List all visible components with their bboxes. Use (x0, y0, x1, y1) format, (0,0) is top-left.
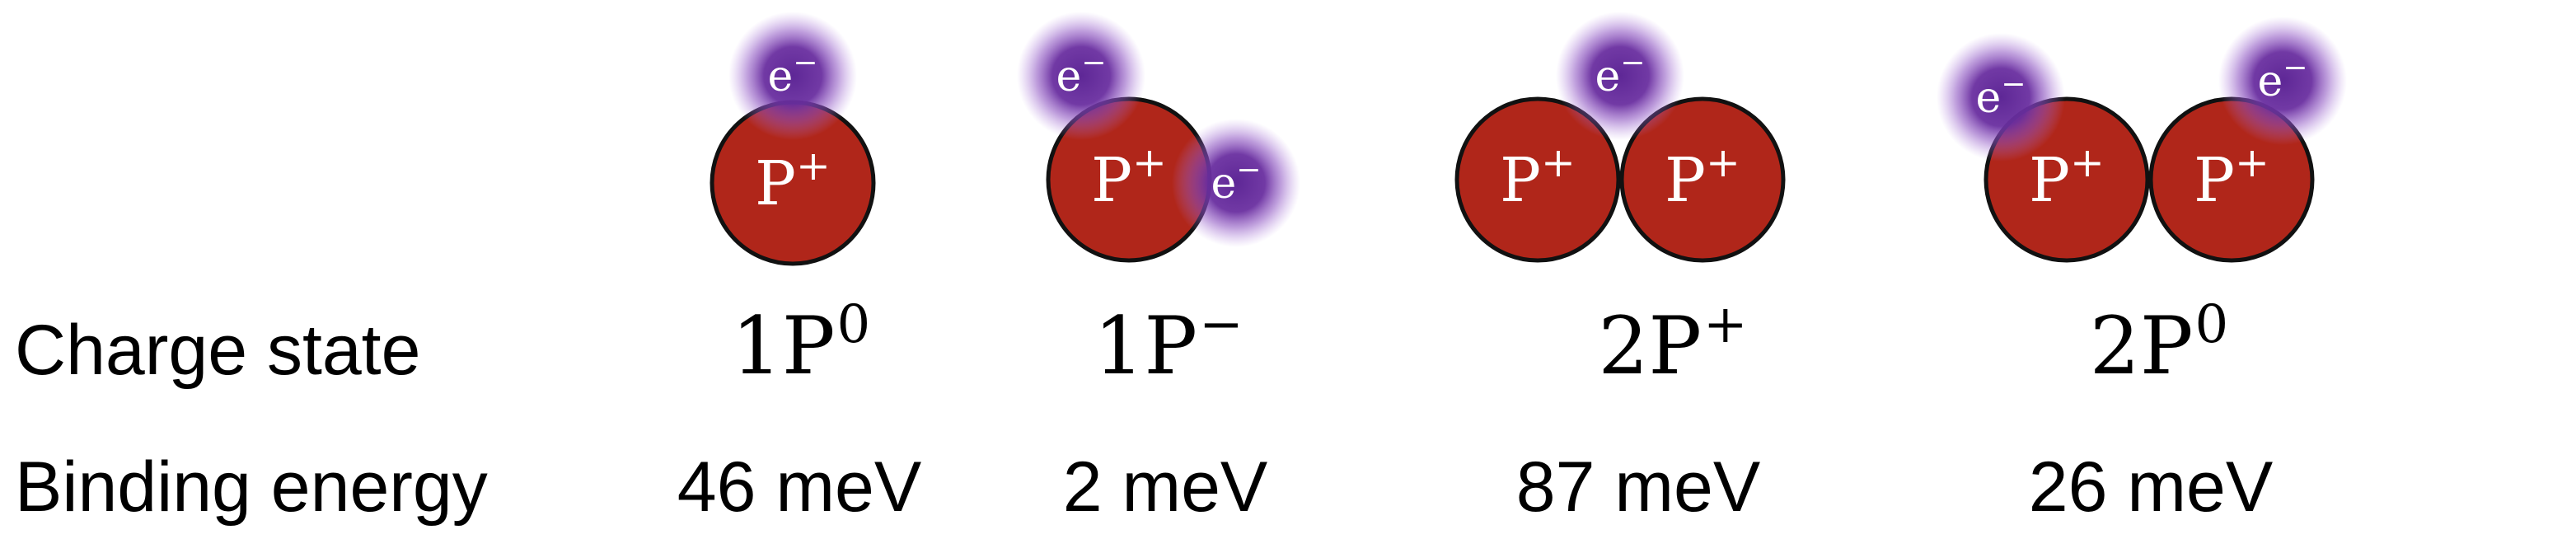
electron-cloud-2p0-1 (1937, 33, 2065, 162)
electron-label-1p0-1: e− (768, 46, 818, 101)
proton-label-2pplus-1: P+ (1500, 138, 1576, 216)
binding-energy-1p0: 46 meV (677, 448, 922, 527)
binding-energy-2pplus: 87 meV (1515, 448, 1761, 527)
charge-state-1pminus: 1P− (1094, 294, 1244, 392)
electrons-1pminus: e− e− (1017, 12, 1300, 247)
binding-energy-1pminus: 2 meV (1062, 448, 1268, 527)
electron-label-1pminus-2: e− (1211, 153, 1262, 209)
binding-energy-2p0: 26 meV (2028, 448, 2274, 527)
proton-2pplus-2 (1619, 96, 1786, 263)
electron-cloud-1pminus-1 (1017, 12, 1145, 140)
electron-label-2pplus-1: e− (1595, 46, 1646, 101)
electron-cloud-2p0-2 (2218, 16, 2347, 145)
electrons-2p0: e− e− (1937, 16, 2347, 162)
proton-label-1p0-1: P+ (755, 142, 831, 219)
electrons-1p0: e− (728, 12, 857, 140)
proton-2pplus-1 (1454, 96, 1621, 263)
proton-label-2p0-1: P+ (2029, 138, 2105, 216)
electron-cloud-1pminus-2 (1172, 119, 1300, 247)
proton-label-2pplus-2: P+ (1665, 138, 1740, 216)
charge-state-row-label: Charge state (15, 311, 421, 390)
binding-energy-row-label: Binding energy (15, 448, 488, 527)
protons-1p0: P+ (710, 100, 876, 266)
charge-state-1p0: 1P0 (731, 294, 871, 392)
electrons-2pplus: e− (1556, 12, 1684, 140)
protons-2pplus: P+ P+ (1454, 96, 1786, 263)
proton-label-2p0-2: P+ (2194, 138, 2269, 216)
electron-label-2p0-1: e− (1976, 68, 2026, 123)
electron-cloud-2pplus-1 (1556, 12, 1684, 140)
electron-label-1pminus-1: e− (1056, 46, 1107, 101)
charge-state-2pplus: 2P+ (1598, 294, 1748, 392)
electron-label-2p0-2: e− (2258, 51, 2308, 106)
proton-label-1pminus-1: P+ (1091, 138, 1167, 216)
charge-state-2p0: 2P0 (2089, 294, 2229, 392)
electron-cloud-1p0-1 (728, 12, 857, 140)
